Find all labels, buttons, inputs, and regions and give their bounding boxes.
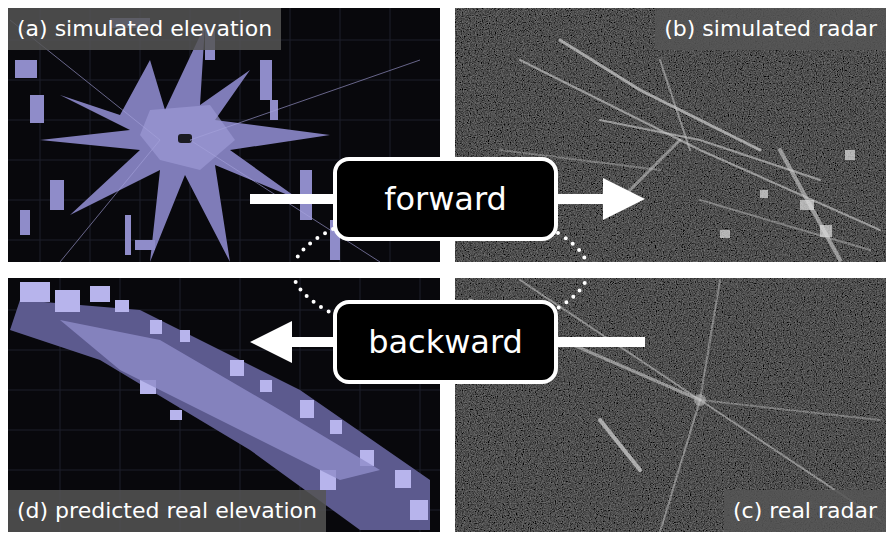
panel-label: (a) simulated elevation: [8, 8, 281, 50]
dotted-link: [293, 229, 333, 314]
arrow-line: [558, 337, 645, 347]
arrow-line: [250, 194, 333, 204]
panel-label: (c) real radar: [724, 490, 886, 532]
dotted-link: [558, 233, 588, 308]
image-panel: (c) real radar: [455, 278, 886, 532]
connector: [250, 321, 333, 363]
panel-label: (b) simulated radar: [655, 8, 886, 50]
connector: [558, 342, 645, 343]
arrow-head: [250, 321, 292, 363]
arrow-line: [558, 194, 605, 204]
box-label: forward: [384, 180, 507, 218]
connector: [558, 178, 645, 220]
process-box: backward: [333, 300, 558, 384]
process-box: forward: [333, 157, 558, 241]
arrow-line: [290, 337, 333, 347]
box-label: backward: [368, 323, 523, 361]
connector: [250, 199, 333, 200]
connector: [293, 229, 333, 314]
image-panel: (d) predicted real elevation: [8, 278, 440, 532]
connector: [558, 233, 588, 308]
panel-label: (d) predicted real elevation: [8, 490, 326, 532]
arrow-head: [603, 178, 645, 220]
